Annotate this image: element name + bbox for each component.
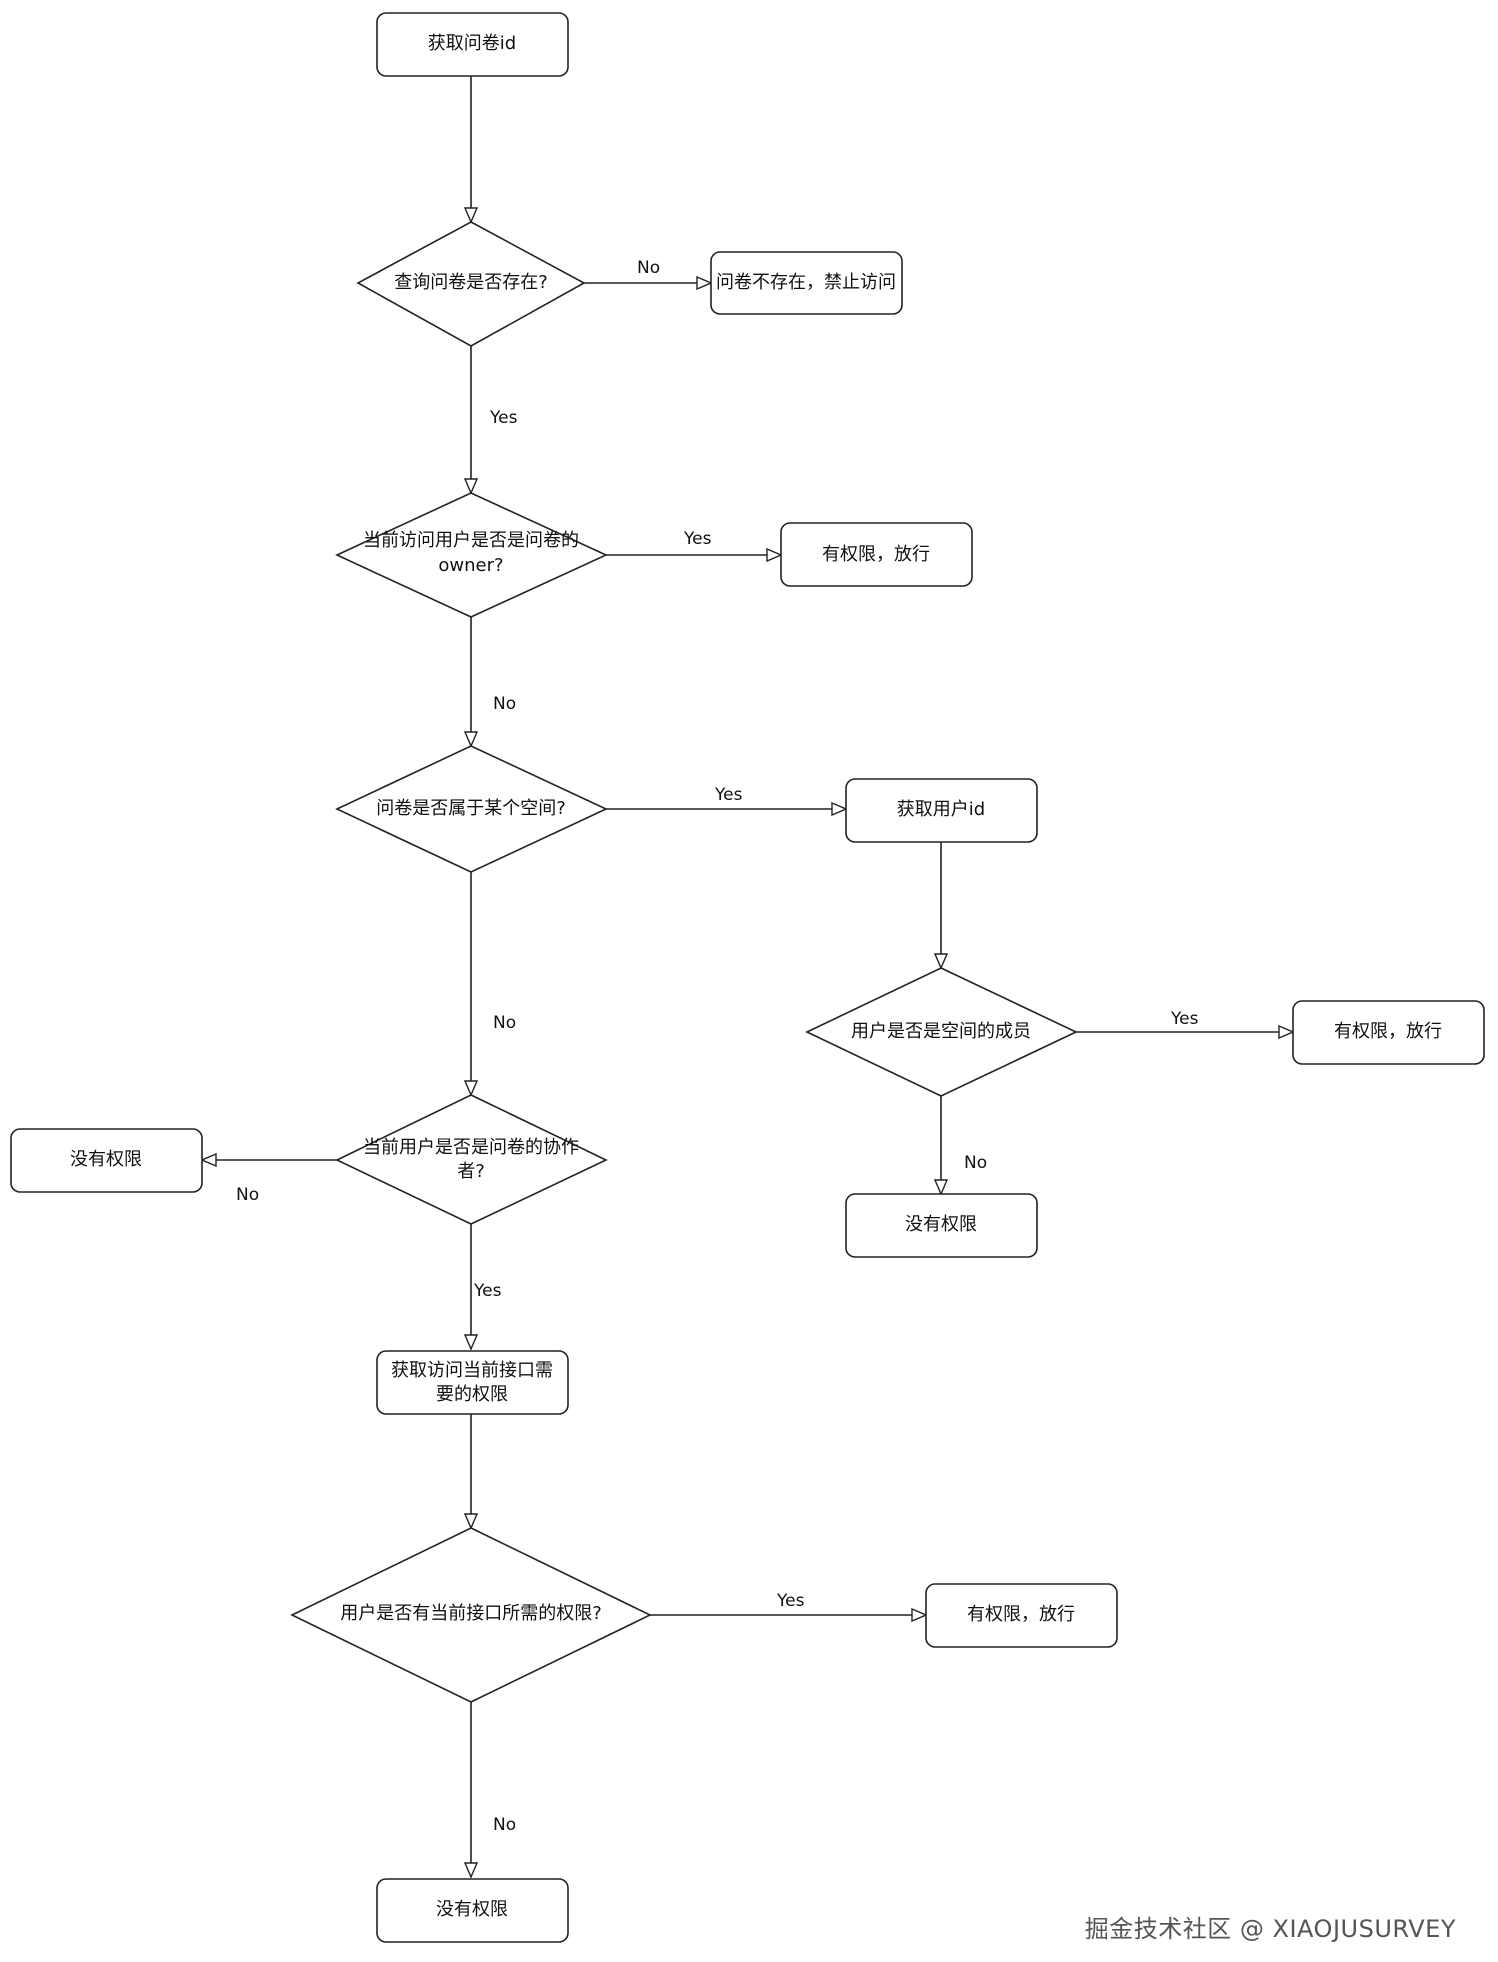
node-get-perm-label-1: 获取访问当前接口需 — [391, 1360, 553, 1381]
node-allow-3 — [925, 1583, 1118, 1648]
node-get-survey-id — [376, 12, 569, 77]
node-has-perm-label: 用户是否有当前接口所需的权限? — [340, 1603, 602, 1624]
node-deny-space-label: 没有权限 — [905, 1214, 977, 1235]
node-allow-1 — [780, 522, 973, 587]
node-allow-3-label: 有权限，放行 — [967, 1604, 1075, 1625]
node-get-user-id — [845, 778, 1038, 843]
watermark: 掘金技术社区 @ XIAOJUSURVEY — [1084, 1915, 1456, 1943]
decision-space — [335, 745, 608, 873]
node-not-exist-label: 问卷不存在，禁止访问 — [716, 272, 896, 293]
node-deny-collab — [10, 1128, 203, 1193]
edge-label-exists-no: No — [637, 258, 660, 278]
node-allow-1-label: 有权限，放行 — [822, 544, 930, 565]
node-get-survey-id-label: 获取问卷id — [428, 33, 516, 54]
decision-has-perm — [290, 1527, 652, 1703]
edge-label-collab-no: No — [236, 1185, 259, 1205]
edge-label-member-yes: Yes — [1170, 1009, 1199, 1029]
node-get-user-id-label: 获取用户id — [897, 799, 985, 820]
node-deny-final-label: 没有权限 — [436, 1899, 508, 1920]
node-get-perm — [376, 1350, 569, 1415]
edge-label-hasperm-yes: Yes — [776, 1591, 805, 1611]
node-deny-collab-label: 没有权限 — [70, 1149, 142, 1170]
decision-exists — [356, 221, 586, 347]
edge-label-hasperm-no: No — [493, 1815, 516, 1835]
decision-collab — [335, 1094, 608, 1225]
edge-label-owner-no: No — [493, 694, 516, 714]
decision-owner — [335, 492, 608, 618]
decision-member — [805, 967, 1078, 1097]
node-not-exist — [710, 251, 903, 315]
node-allow-2-label: 有权限，放行 — [1334, 1021, 1442, 1042]
node-collab-label-2: 者? — [457, 1161, 485, 1182]
edge-label-space-no: No — [493, 1013, 516, 1033]
node-exists-label: 查询问卷是否存在? — [394, 272, 548, 293]
node-owner-label-1: 当前访问用户是否是问卷的 — [363, 530, 579, 551]
edge-label-collab-yes: Yes — [473, 1281, 502, 1301]
node-deny-space — [845, 1193, 1038, 1258]
node-get-perm-label-2: 要的权限 — [436, 1384, 508, 1405]
node-space-label: 问卷是否属于某个空间? — [376, 798, 566, 819]
node-deny-final — [376, 1878, 569, 1943]
node-owner-label-2: owner? — [438, 555, 503, 576]
edge-label-space-yes: Yes — [714, 785, 743, 805]
edge-label-member-no: No — [964, 1153, 987, 1173]
edge-label-exists-yes: Yes — [489, 408, 518, 428]
node-allow-2 — [1292, 1000, 1485, 1065]
node-member-label: 用户是否是空间的成员 — [851, 1021, 1031, 1042]
node-collab-label-1: 当前用户是否是问卷的协作 — [363, 1137, 579, 1158]
edge-label-owner-yes: Yes — [683, 529, 712, 549]
